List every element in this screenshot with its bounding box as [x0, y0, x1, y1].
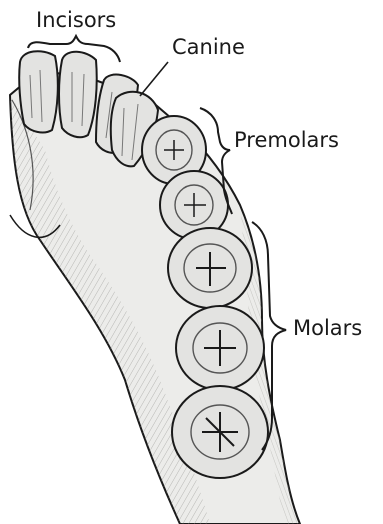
label-molars: Molars — [293, 318, 362, 339]
canine-pointer — [140, 62, 168, 96]
label-canine: Canine — [172, 37, 245, 58]
label-premolars: Premolars — [234, 130, 339, 151]
label-incisors: Incisors — [36, 10, 116, 31]
